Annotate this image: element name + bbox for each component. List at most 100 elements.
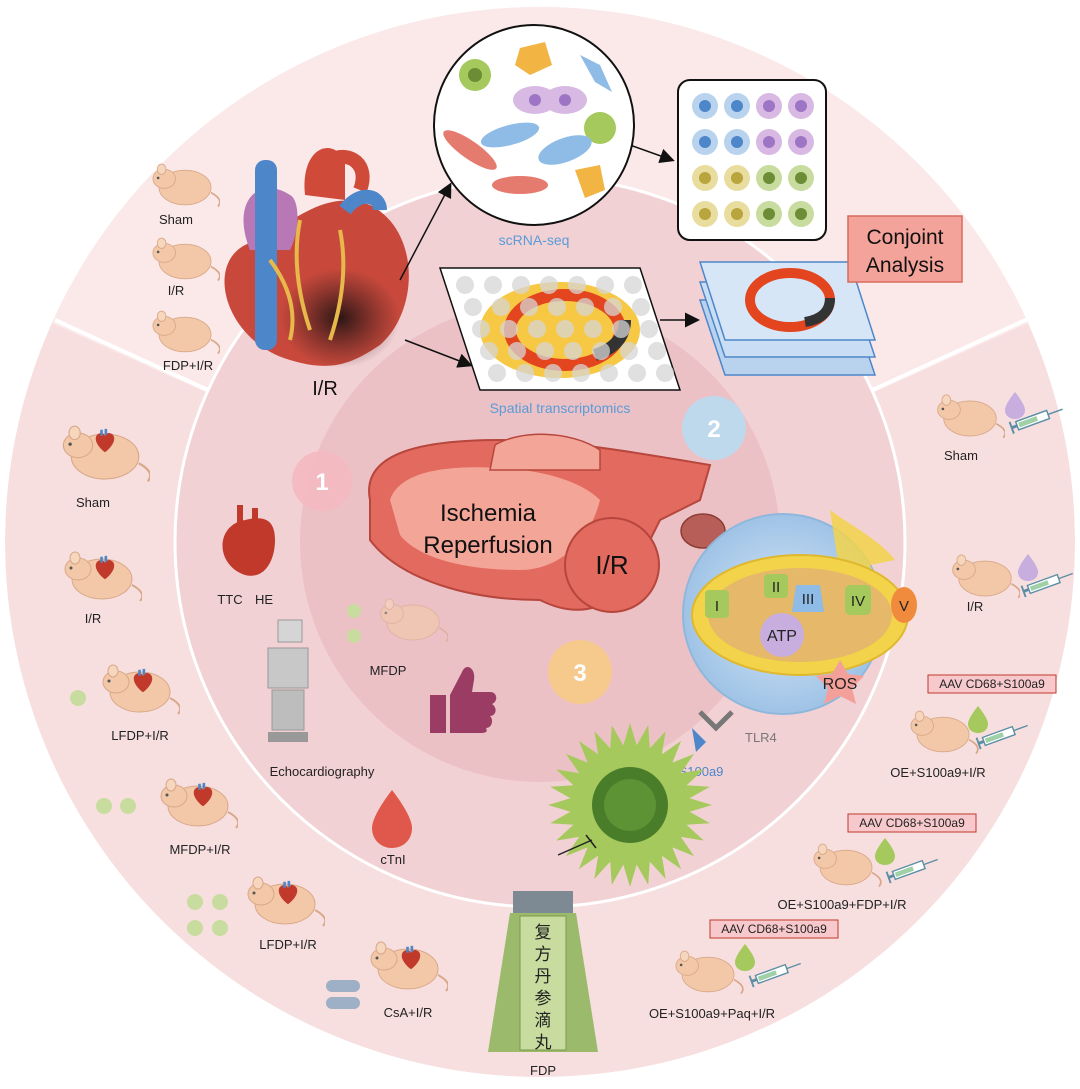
- spatial-spot: [568, 276, 586, 294]
- svg-text:MFDP+I/R: MFDP+I/R: [169, 842, 230, 857]
- spatial-spot: [600, 364, 618, 382]
- fdp-bottle: 复 方 丹 参 滴 丸 FDP: [488, 891, 598, 1078]
- svg-text:LFDP+I/R: LFDP+I/R: [259, 937, 316, 952]
- scrna-cells-circle: scRNA-seq: [433, 24, 635, 248]
- spatial-spot: [528, 320, 546, 338]
- spatial-spot: [464, 298, 482, 316]
- right-mice-group: Sham I/R AAV CD68+S100a9 OE+S100a9+I/R A…: [649, 392, 1077, 1021]
- spatial-spot: [456, 276, 474, 294]
- grid-cell-nucleus: [699, 208, 711, 220]
- grid-cell-nucleus: [795, 172, 807, 184]
- spatial-spot: [628, 364, 646, 382]
- spatial-spot: [508, 342, 526, 360]
- spatial-spot: [604, 298, 622, 316]
- spatial-spot: [632, 298, 650, 316]
- svg-text:ROS: ROS: [823, 676, 858, 693]
- svg-text:AAV CD68+S100a9: AAV CD68+S100a9: [721, 922, 827, 936]
- grid-cell-nucleus: [795, 208, 807, 220]
- svg-text:MFDP: MFDP: [370, 663, 407, 678]
- spatial-spot: [656, 364, 674, 382]
- center-line1: Ischemia: [440, 500, 537, 527]
- svg-text:方: 方: [535, 945, 552, 964]
- center-line2: Reperfusion: [423, 532, 552, 559]
- svg-text:I/R: I/R: [168, 283, 185, 298]
- svg-text:2: 2: [707, 416, 720, 443]
- macrophage-cell: [548, 723, 712, 887]
- grid-cell-nucleus: [731, 208, 743, 220]
- spatial-spot: [512, 276, 530, 294]
- svg-text:cTnI: cTnI: [380, 852, 405, 867]
- cell-cluster-grid: [677, 79, 827, 241]
- spatial-spot: [500, 320, 518, 338]
- spatial-spot: [484, 276, 502, 294]
- svg-text:ATP: ATP: [767, 628, 797, 645]
- spatial-spot: [536, 342, 554, 360]
- svg-text:Analysis: Analysis: [866, 254, 944, 277]
- grid-cell-nucleus: [731, 100, 743, 112]
- left-mice-group: Sham I/R LFDP+I/R MFDP+I/R LFDP+I/R CsA+…: [62, 424, 448, 1020]
- svg-text:OE+S100a9+FDP+I/R: OE+S100a9+FDP+I/R: [778, 897, 907, 912]
- center-abbrev: I/R: [595, 550, 628, 580]
- ischemia-reperfusion-vessel: Ischemia Reperfusion I/R: [368, 433, 726, 613]
- spatial-spot: [624, 276, 642, 294]
- svg-text:参: 参: [535, 989, 552, 1008]
- svg-text:Conjoint: Conjoint: [866, 226, 943, 249]
- svg-text:TTC: TTC: [217, 592, 242, 607]
- grid-cell-nucleus: [795, 100, 807, 112]
- svg-text:FDP+I/R: FDP+I/R: [163, 358, 213, 373]
- spatial-spot: [612, 320, 630, 338]
- mfdp-mouse: MFDP: [347, 597, 448, 678]
- top-mice-group: Sham I/R FDP+I/R: [152, 163, 220, 373]
- svg-text:Sham: Sham: [76, 495, 110, 510]
- spatial-spot: [596, 276, 614, 294]
- svg-text:HE: HE: [255, 592, 273, 607]
- mitochondrion: I II III IV V ATP ROS: [682, 510, 917, 715]
- spatial-spot: [480, 342, 498, 360]
- spatial-spot: [572, 364, 590, 382]
- svg-text:OE+S100a9+I/R: OE+S100a9+I/R: [890, 765, 985, 780]
- svg-text:TLR4: TLR4: [745, 730, 777, 745]
- svg-text:Echocardiography: Echocardiography: [270, 764, 375, 779]
- svg-text:AAV CD68+S100a9: AAV CD68+S100a9: [939, 677, 1045, 691]
- spatial-spot: [488, 364, 506, 382]
- spatial-spot: [640, 320, 658, 338]
- grid-cell-nucleus: [731, 136, 743, 148]
- blood-drop-icon: cTnI: [372, 790, 412, 867]
- grid-cell-nucleus: [699, 172, 711, 184]
- svg-text:V: V: [899, 598, 909, 615]
- spatial-spot: [576, 298, 594, 316]
- grid-cell-nucleus: [795, 136, 807, 148]
- grid-cell-nucleus: [699, 136, 711, 148]
- grid-cell-nucleus: [763, 172, 775, 184]
- grid-cell-nucleus: [763, 100, 775, 112]
- badge-2: 2: [682, 396, 746, 460]
- spatial-slide: Spatial transcriptomics: [438, 267, 682, 416]
- grid-cell-nucleus: [763, 136, 775, 148]
- spatial-spot: [540, 276, 558, 294]
- scrna-label: scRNA-seq: [499, 232, 570, 248]
- svg-text:II: II: [772, 579, 780, 596]
- spatial-spot: [620, 342, 638, 360]
- svg-text:复: 复: [535, 923, 552, 942]
- svg-text:3: 3: [573, 660, 586, 687]
- svg-text:LFDP+I/R: LFDP+I/R: [111, 728, 168, 743]
- svg-text:AAV CD68+S100a9: AAV CD68+S100a9: [859, 816, 965, 830]
- spatial-spot: [516, 364, 534, 382]
- spatial-spot: [564, 342, 582, 360]
- svg-text:滴: 滴: [535, 1011, 552, 1030]
- spatial-spot: [592, 342, 610, 360]
- spatial-spot: [648, 342, 666, 360]
- grid-cell-nucleus: [699, 100, 711, 112]
- badge-3: 3: [548, 640, 612, 704]
- svg-text:丹: 丹: [535, 967, 552, 986]
- thumbs-up-icon: [430, 666, 497, 733]
- svg-text:I/R: I/R: [967, 599, 984, 614]
- svg-text:CsA+I/R: CsA+I/R: [384, 1005, 433, 1020]
- spatial-spot: [556, 320, 574, 338]
- svg-text:III: III: [802, 591, 815, 608]
- svg-text:OE+S100a9+Paq+I/R: OE+S100a9+Paq+I/R: [649, 1006, 775, 1021]
- svg-text:Sham: Sham: [944, 448, 978, 463]
- spatial-spot: [544, 364, 562, 382]
- svg-text:丸: 丸: [535, 1033, 552, 1052]
